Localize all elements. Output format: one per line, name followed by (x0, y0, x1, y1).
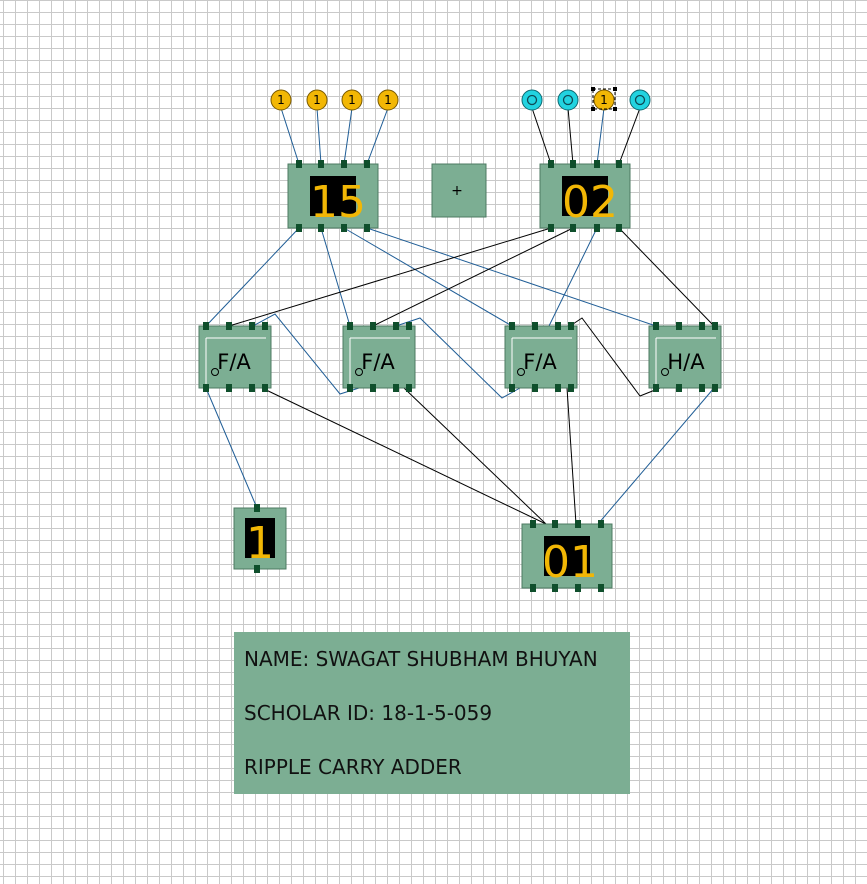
wire-a-fa2[interactable] (320, 227, 351, 327)
input-bit-a3-label: 1 (277, 93, 285, 107)
display-b[interactable]: 02 (539, 160, 631, 232)
info-name: NAME: SWAGAT SHUBHAM BHUYAN (244, 647, 598, 671)
input-bit-b1-label: 1 (600, 93, 608, 107)
wire-a-fa3[interactable] (343, 227, 513, 327)
adder-fa-2[interactable]: F/A (342, 322, 416, 392)
adder-ha-label: H/A (667, 350, 705, 374)
display-b-value: 02 (562, 177, 618, 228)
input-bit-b1[interactable]: 1 (591, 87, 617, 111)
display-a[interactable]: 15 (287, 160, 379, 232)
input-bits-a: 1 1 1 1 (270, 89, 399, 111)
wire-a0[interactable] (366, 107, 389, 165)
wire-b-fa3[interactable] (548, 227, 598, 327)
adder-ha[interactable]: H/A (648, 322, 722, 392)
operator-box[interactable]: + (431, 163, 487, 218)
input-bit-a2[interactable]: 1 (306, 89, 328, 111)
adder-fa-3[interactable]: F/A (504, 322, 578, 392)
wire-b0[interactable] (618, 107, 641, 165)
wires (205, 107, 715, 525)
operator-label: + (451, 183, 463, 199)
input-bit-b2[interactable] (557, 89, 579, 111)
wire-b3[interactable] (531, 107, 552, 165)
wire-sum-fa1[interactable] (261, 387, 547, 525)
adder-fa-1-label: F/A (217, 350, 251, 374)
wire-sum-fa3[interactable] (566, 387, 577, 525)
adder-fa-2-label: F/A (361, 350, 395, 374)
wire-a-fa1[interactable] (205, 227, 300, 327)
input-bit-b3[interactable] (521, 89, 543, 111)
wire-sum-fa2[interactable] (403, 387, 547, 525)
info-scholar-id: SCHOLAR ID: 18-1-5-059 (244, 701, 493, 725)
display-a-value: 15 (310, 177, 366, 228)
wire-carry-out[interactable] (205, 387, 258, 509)
wire-b-fa1[interactable] (228, 227, 552, 327)
input-bits-b: 1 (521, 87, 651, 111)
wire-b-fa2[interactable] (372, 227, 574, 327)
input-bit-a3[interactable]: 1 (270, 89, 292, 111)
input-bit-a2-label: 1 (313, 93, 321, 107)
input-bit-a0-label: 1 (384, 93, 392, 107)
input-bit-b0[interactable] (629, 89, 651, 111)
carry-display[interactable]: 1 (233, 504, 287, 573)
info-panel: NAME: SWAGAT SHUBHAM BHUYAN SCHOLAR ID: … (234, 632, 630, 794)
wire-b-ha[interactable] (618, 227, 715, 327)
info-title: RIPPLE CARRY ADDER (244, 755, 462, 779)
wire-a1[interactable] (343, 107, 353, 165)
wire-sum-ha[interactable] (597, 387, 715, 525)
selection-box (592, 88, 616, 110)
input-bit-a1-label: 1 (348, 93, 356, 107)
wire-carry-ha-fa3[interactable] (569, 317, 661, 397)
wire-a3[interactable] (280, 107, 300, 165)
wire-a2[interactable] (316, 107, 322, 165)
wire-b2[interactable] (567, 107, 574, 165)
sum-display[interactable]: 01 (521, 520, 613, 592)
input-bit-a0[interactable]: 1 (377, 89, 399, 111)
input-bit-a1[interactable]: 1 (341, 89, 363, 111)
adder-fa-3-label: F/A (523, 350, 557, 374)
wire-b1[interactable] (596, 107, 605, 165)
wire-a-ha[interactable] (366, 227, 657, 327)
adder-fa-1[interactable]: F/A (198, 322, 272, 392)
sum-display-value: 01 (542, 537, 598, 588)
carry-display-value: 1 (246, 518, 274, 569)
